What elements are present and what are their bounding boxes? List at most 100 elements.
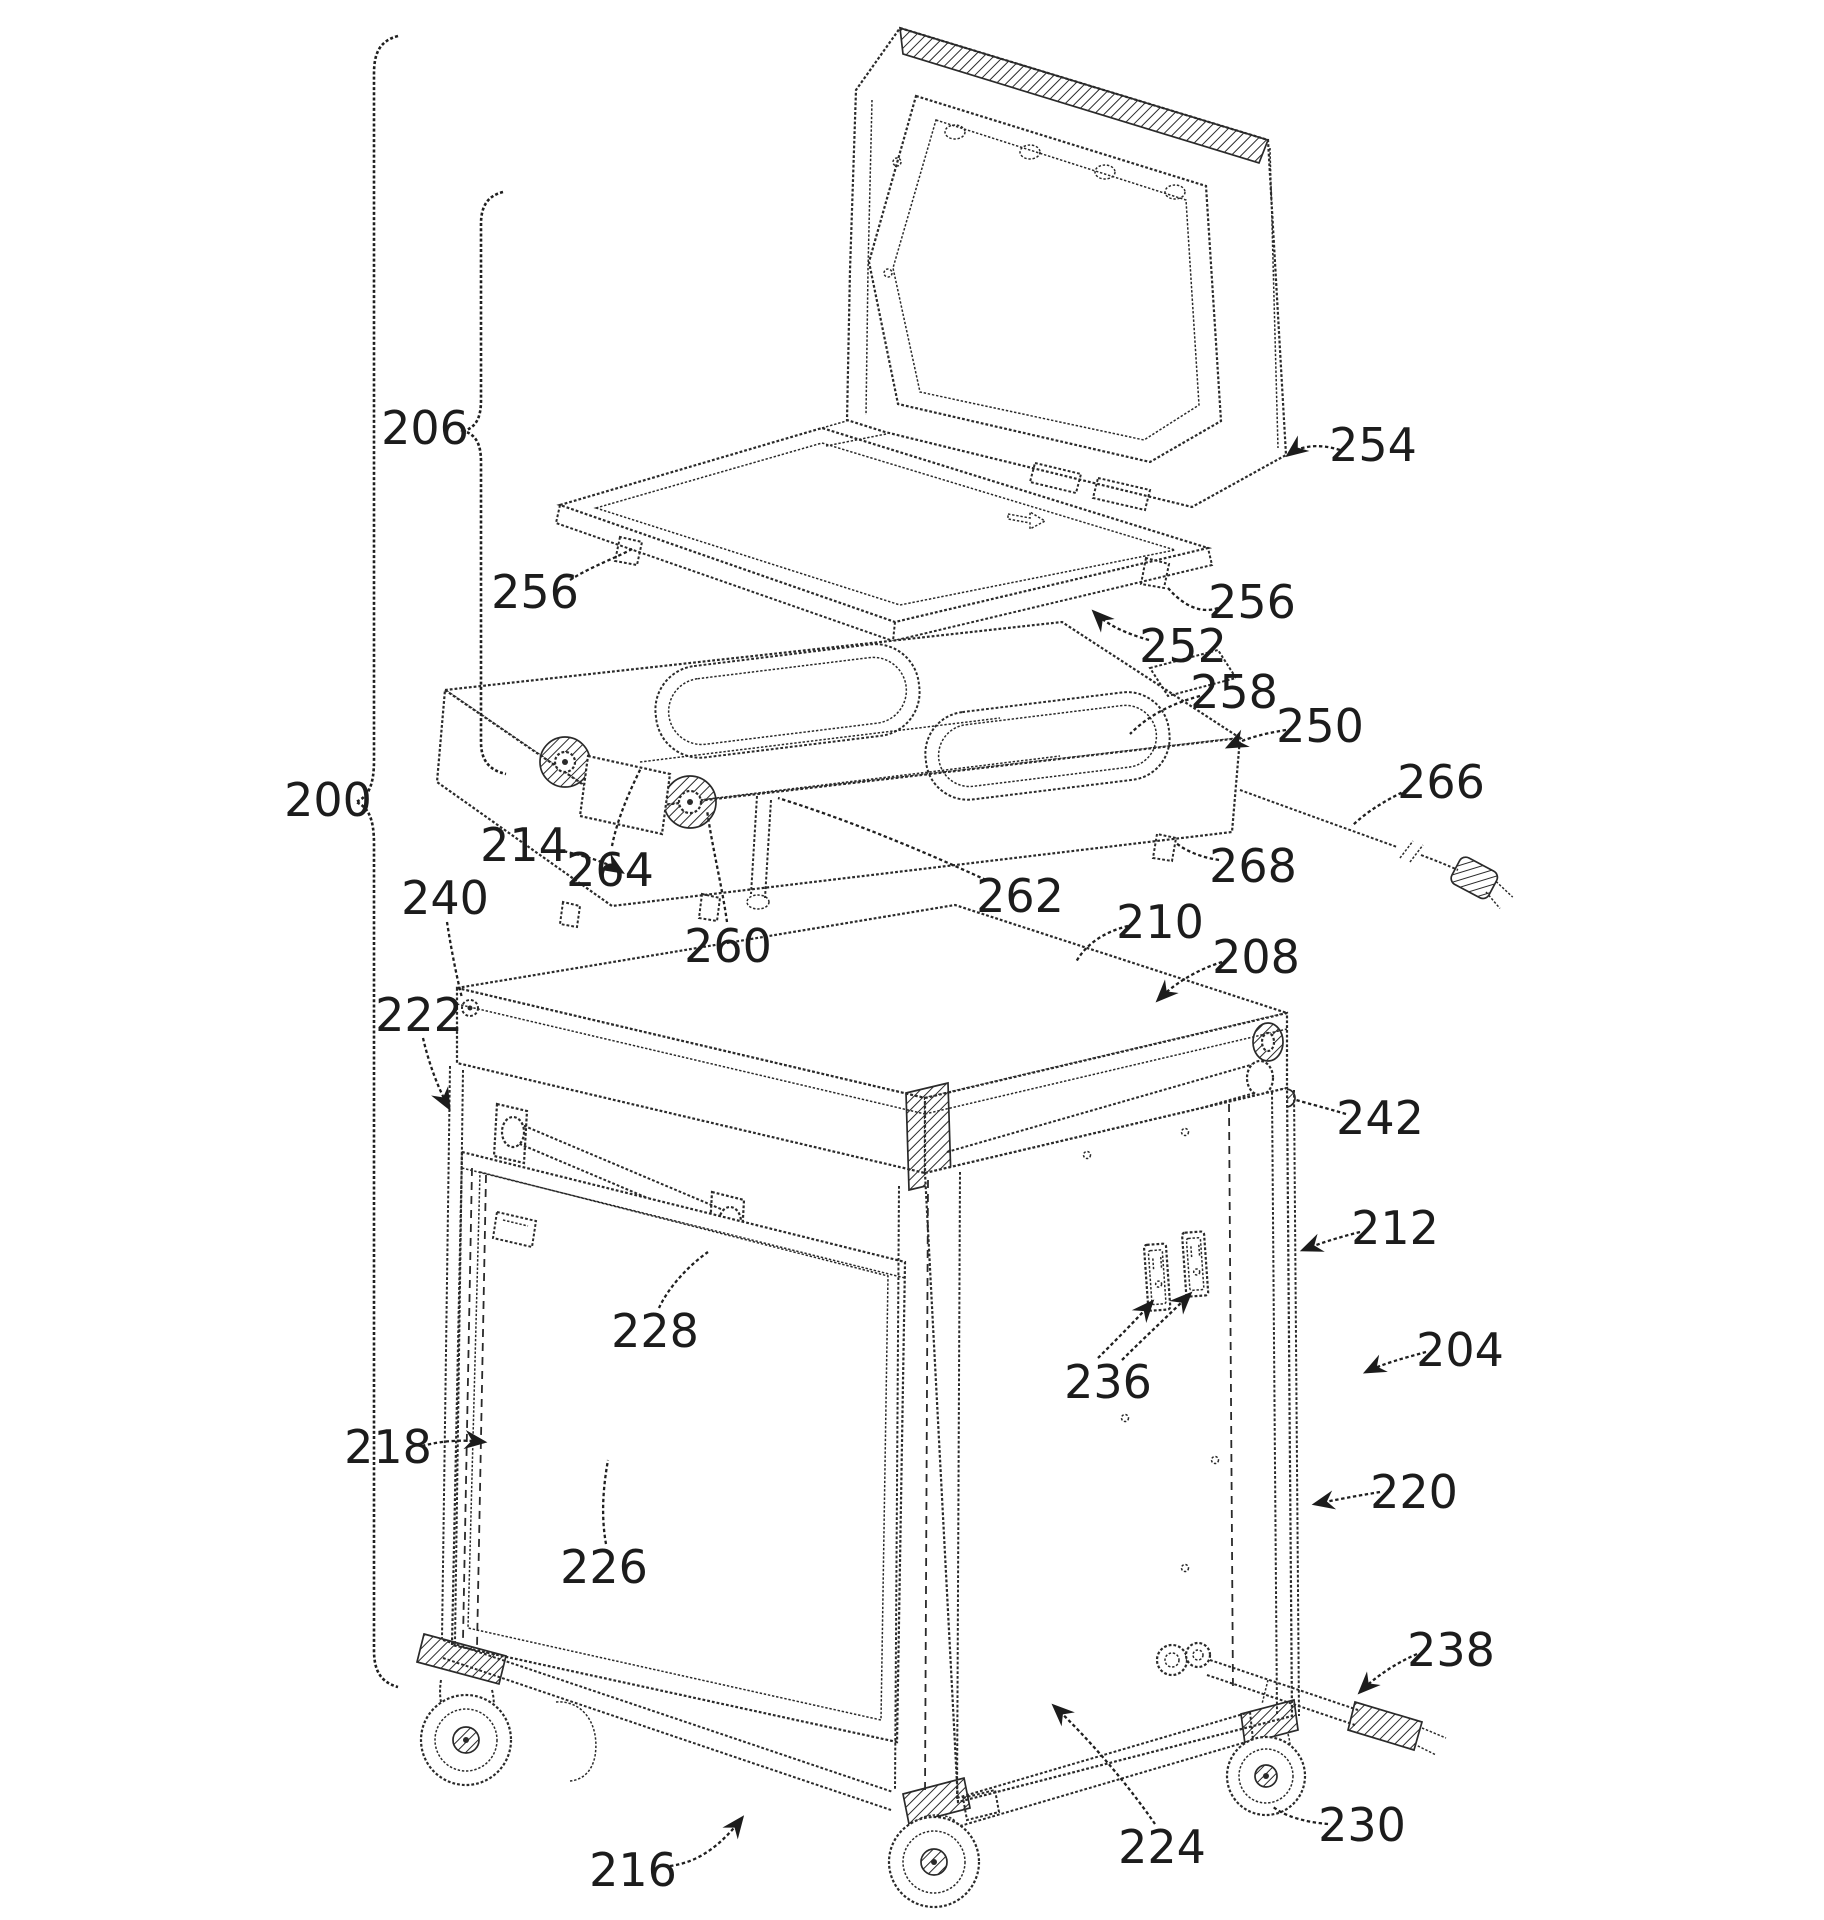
control-panel-264	[578, 754, 672, 836]
burner-support-leg-262	[746, 795, 772, 910]
ref-label-240: 240	[401, 871, 489, 925]
ref-label-264: 264	[566, 843, 654, 897]
ref-label-222: 222	[375, 988, 463, 1042]
ref-label-216: 216	[589, 1843, 677, 1897]
leader-230	[1271, 1805, 1329, 1826]
burner-foot-268	[697, 892, 722, 923]
leader-240	[445, 921, 464, 999]
ref-label-254: 254	[1329, 418, 1417, 472]
burner-rear-bracket	[1148, 648, 1238, 698]
lid-inner-frame	[867, 94, 1223, 464]
outlet-236	[1142, 1242, 1172, 1312]
lid-hinge-lug	[1019, 144, 1041, 160]
lid-screw-dot	[892, 157, 902, 167]
ref-label-224: 224	[1118, 1820, 1206, 1874]
leader-262	[777, 796, 987, 882]
ref-label-214: 214	[480, 818, 568, 872]
ref-label-200: 200	[284, 773, 372, 827]
power-cord-266	[1239, 789, 1514, 909]
lid-left-wall-line	[865, 99, 873, 416]
plate-foot-right-256	[1139, 556, 1171, 590]
leader-236	[1121, 1291, 1193, 1361]
ref-label-256L: 256	[491, 565, 579, 619]
leader-236	[1097, 1299, 1155, 1359]
door-latch-222	[491, 1210, 538, 1249]
panel-screw-dots	[1082, 1127, 1220, 1573]
ref-label-212: 212	[1351, 1201, 1439, 1255]
leader-254	[1285, 435, 1341, 458]
ref-label-220: 220	[1370, 1465, 1458, 1519]
lid-bottom-tab	[1028, 461, 1083, 495]
cart-204	[415, 903, 1447, 1909]
caster-rear-partial	[555, 1701, 597, 1782]
ref-label-242: 242	[1336, 1091, 1424, 1145]
leader-216	[669, 1815, 745, 1868]
plate-foot-left-256	[613, 535, 644, 567]
leader-212	[1299, 1230, 1361, 1252]
top-screw-240	[461, 999, 479, 1017]
lid-bottom-tab	[1091, 476, 1152, 512]
panel-seam-line	[1228, 1103, 1234, 1693]
outlet-236	[1181, 1230, 1210, 1298]
ref-label-236: 236	[1064, 1355, 1152, 1409]
stored-plug	[1346, 1700, 1424, 1752]
control-knob-right-260	[663, 775, 717, 829]
leader-266	[1351, 788, 1408, 827]
ref-label-226: 226	[560, 1540, 648, 1594]
door-hinge-line	[462, 1167, 487, 1649]
corner-posts-212-220	[441, 1065, 1300, 1801]
leader-268	[1175, 842, 1220, 862]
leader-222	[421, 1037, 451, 1112]
leader-238	[1357, 1652, 1418, 1695]
ref-label-230: 230	[1318, 1798, 1406, 1852]
ref-label-210: 210	[1116, 895, 1204, 949]
ref-label-256R: 256	[1208, 575, 1296, 629]
leader-250	[1224, 728, 1287, 749]
ref-label-262: 262	[976, 869, 1064, 923]
leader-260	[705, 809, 729, 923]
burner-foot-268	[1151, 832, 1178, 863]
brace-206	[459, 190, 507, 776]
griddle-plate-252	[554, 419, 1214, 643]
lid-hinge-lug	[1164, 184, 1186, 200]
caster-front-left	[415, 1632, 513, 1787]
leader-252	[1091, 609, 1150, 642]
lid-inner-frame-line	[892, 119, 1200, 441]
caster-right-230	[1225, 1698, 1307, 1817]
leader-258	[1129, 694, 1201, 735]
ref-label-218: 218	[344, 1420, 432, 1474]
lid-screw-dot	[883, 268, 893, 278]
leader-214	[557, 848, 625, 874]
cart-top-slab-left-face	[455, 986, 927, 1175]
leader-208	[1155, 960, 1223, 1003]
ref-label-260: 260	[684, 919, 772, 973]
ref-label-250: 250	[1276, 699, 1364, 753]
lid-top-hatch-band	[899, 26, 1270, 165]
leader-224	[1051, 1703, 1156, 1825]
caster-front-middle	[887, 1776, 1001, 1909]
cart-top-face-208	[456, 903, 1292, 1100]
burner-foot-268	[558, 900, 582, 929]
plate-rim-arrow-glyph	[1007, 510, 1047, 531]
lid-hinge-lug	[944, 124, 966, 140]
ref-label-238: 238	[1407, 1623, 1495, 1677]
ref-label-208: 208	[1212, 930, 1300, 984]
leader-220	[1311, 1490, 1381, 1510]
leader-210	[1074, 924, 1129, 963]
leader-228	[657, 1251, 709, 1309]
leader-226	[601, 1459, 610, 1545]
heating-elements-258	[639, 643, 1171, 801]
ref-label-266: 266	[1397, 755, 1485, 809]
leader-242	[1295, 1098, 1347, 1116]
leader-264	[610, 767, 643, 847]
door-face-218	[450, 1150, 907, 1744]
leader-218	[421, 1429, 488, 1450]
ref-label-206: 206	[381, 401, 469, 455]
lid-254	[845, 26, 1288, 512]
plate-tray-inner	[593, 442, 1176, 606]
ref-label-252: 252	[1139, 619, 1227, 673]
lid-right-edge-line	[1269, 147, 1279, 449]
leader-lines	[352, 34, 1427, 1868]
